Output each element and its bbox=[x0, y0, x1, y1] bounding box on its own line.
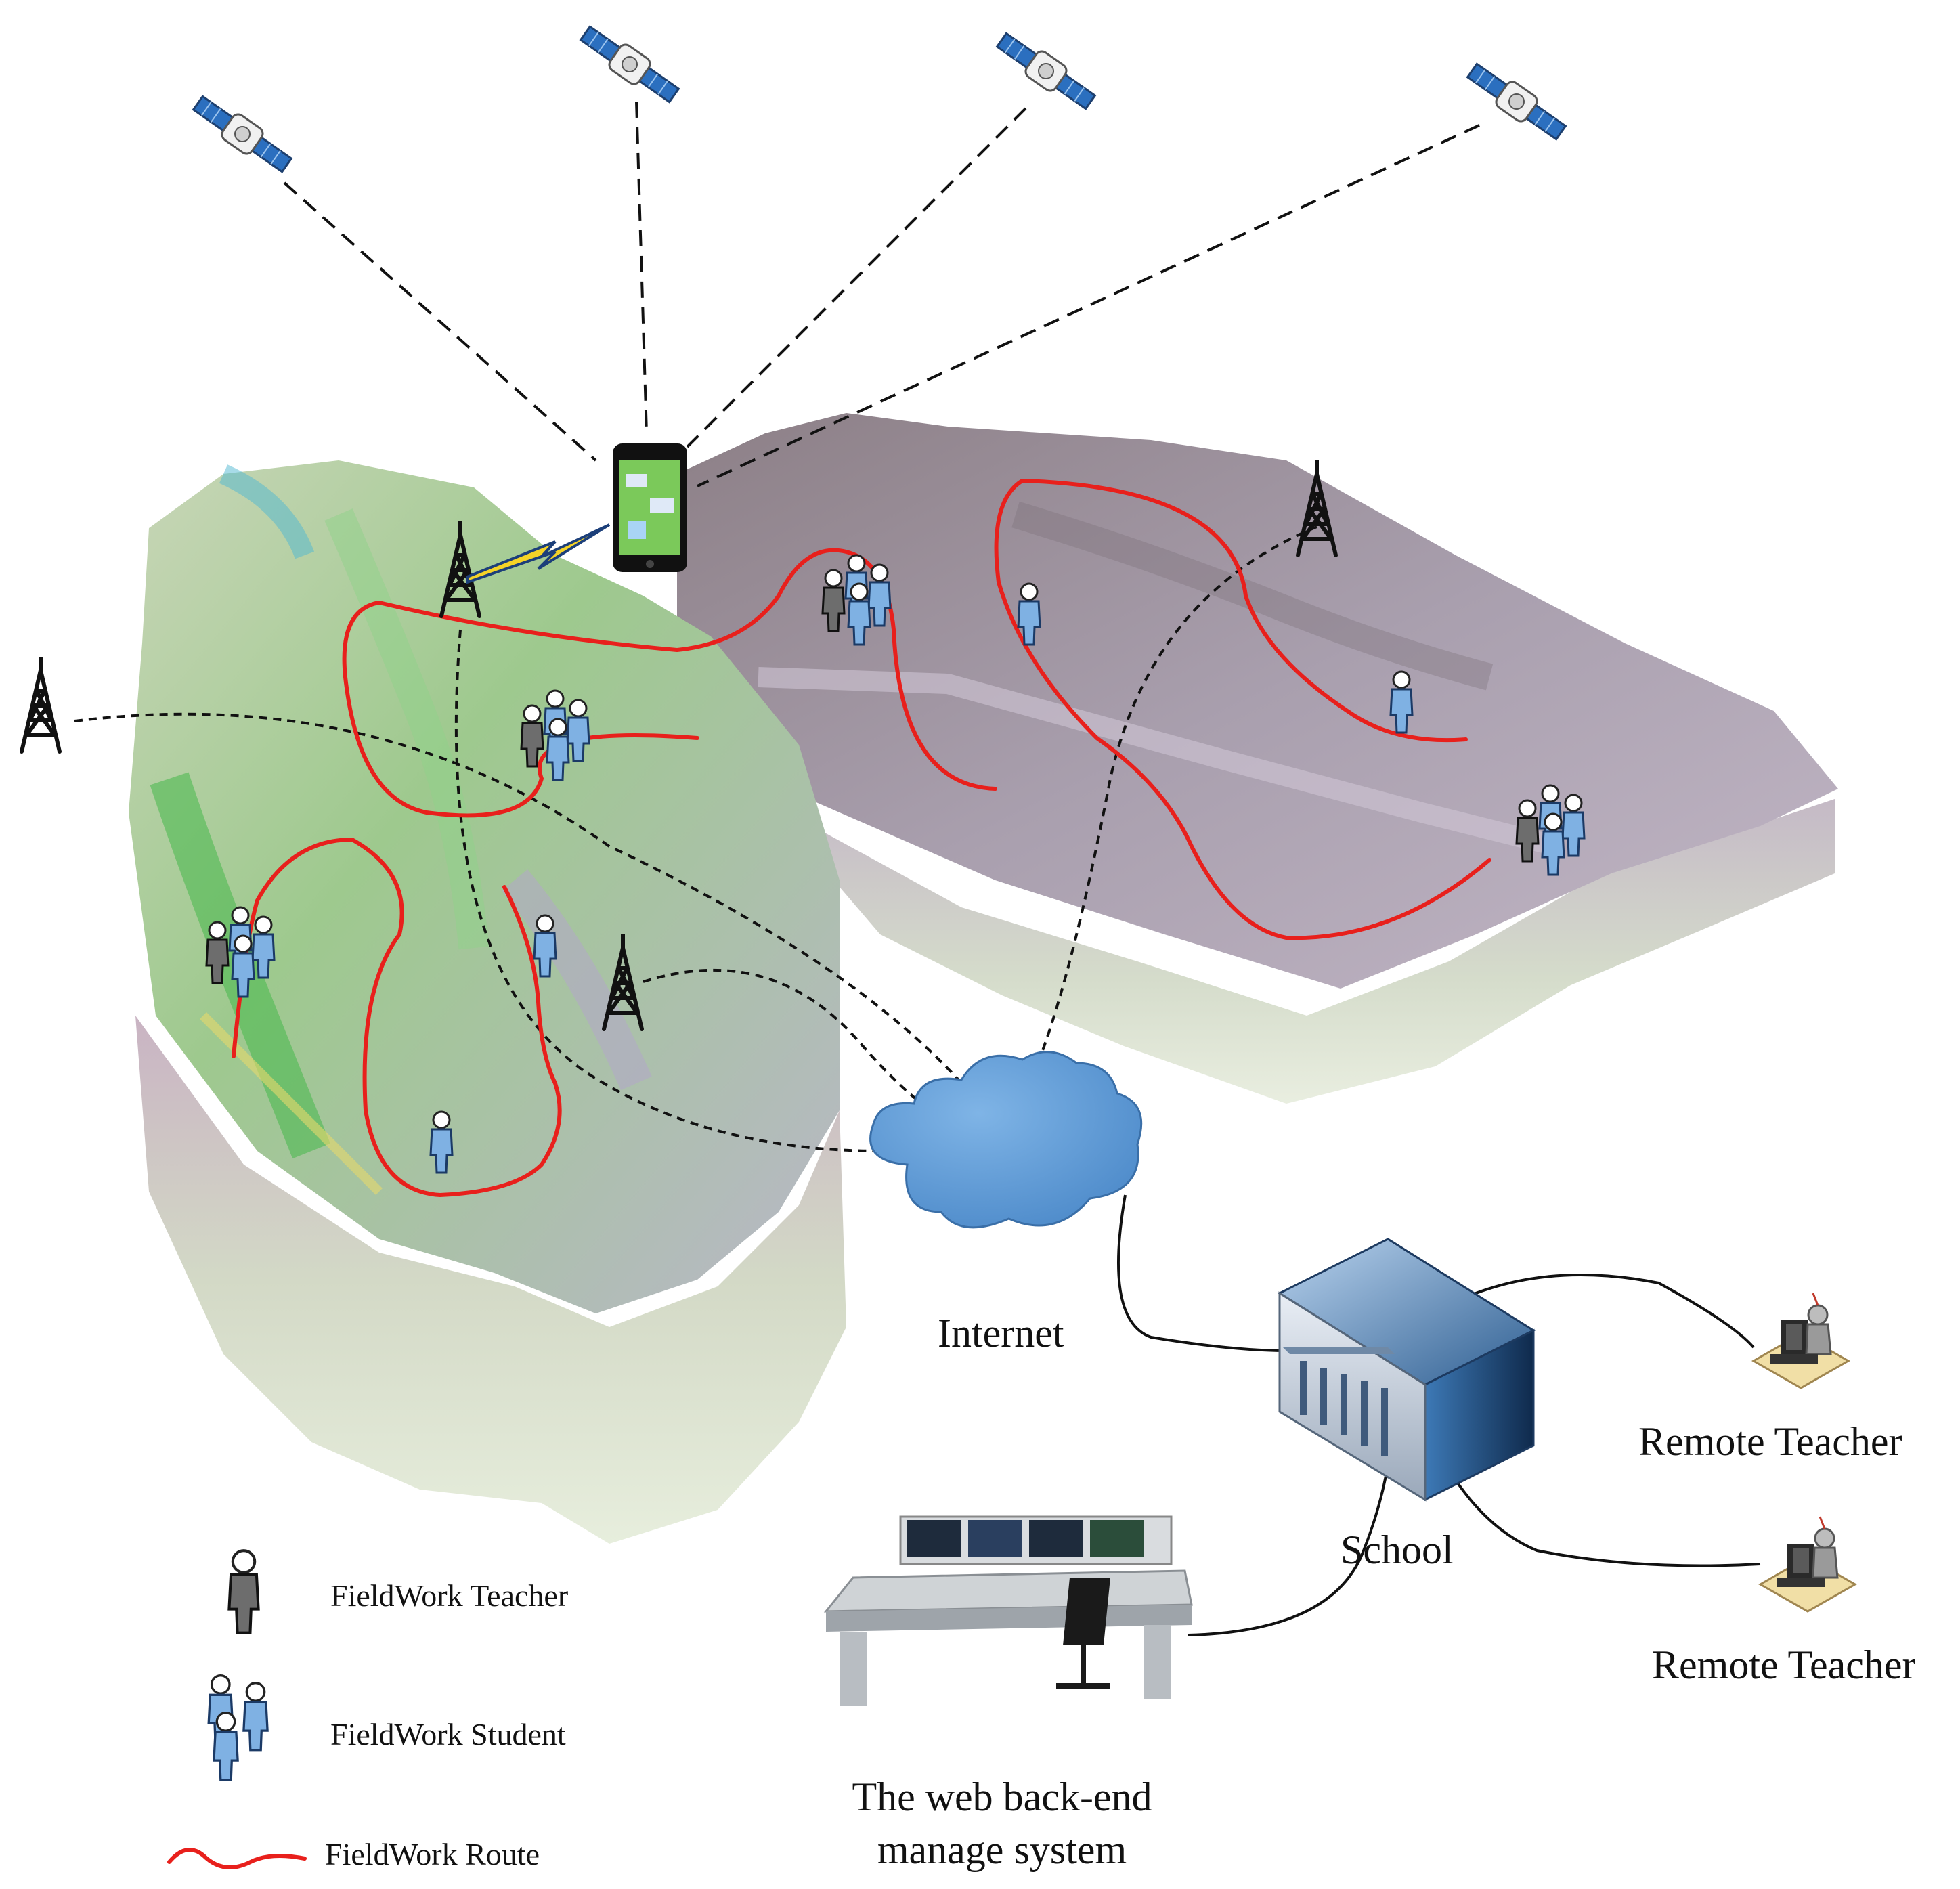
legend-teacher-label: FieldWork Teacher bbox=[330, 1578, 569, 1613]
legend bbox=[167, 1550, 307, 1869]
school-building-icon bbox=[1277, 1238, 1536, 1502]
route-legend-line bbox=[167, 1848, 307, 1869]
route-2 bbox=[994, 478, 1491, 940]
terrain-map bbox=[129, 413, 1838, 1544]
backend-label-line2: manage system bbox=[877, 1827, 1127, 1872]
remote-teacher-label-1: Remote Teacher bbox=[1638, 1419, 1902, 1464]
satellite-icon bbox=[992, 26, 1100, 116]
legend-route-label: FieldWork Route bbox=[325, 1837, 540, 1871]
wireless-bolt bbox=[466, 523, 611, 584]
satellites bbox=[188, 20, 1571, 179]
cloud-icon bbox=[869, 1051, 1143, 1229]
backend-label: The web back-end manage system bbox=[799, 1771, 1205, 1876]
phone-icon bbox=[613, 443, 687, 572]
satellite-links bbox=[283, 101, 1480, 487]
remote-teacher-icon bbox=[1752, 1292, 1850, 1389]
teacher-icon bbox=[229, 1550, 258, 1633]
legend-student-label: FieldWork Student bbox=[330, 1717, 566, 1752]
network-links bbox=[74, 525, 1317, 1152]
route-3 bbox=[232, 837, 562, 1198]
remote-teacher-label-2: Remote Teacher bbox=[1652, 1643, 1916, 1687]
tower-icon bbox=[22, 657, 60, 752]
school-label: School bbox=[1341, 1527, 1454, 1572]
student-icon bbox=[207, 1674, 269, 1781]
internet-label: Internet bbox=[938, 1311, 1064, 1355]
satellite-icon bbox=[575, 20, 684, 109]
control-desk-icon bbox=[823, 1515, 1193, 1706]
satellite-icon bbox=[188, 89, 297, 179]
remote-teacher-icon bbox=[1759, 1515, 1856, 1613]
satellite-icon bbox=[1462, 57, 1571, 146]
backend-label-line1: The web back-end bbox=[852, 1775, 1152, 1819]
